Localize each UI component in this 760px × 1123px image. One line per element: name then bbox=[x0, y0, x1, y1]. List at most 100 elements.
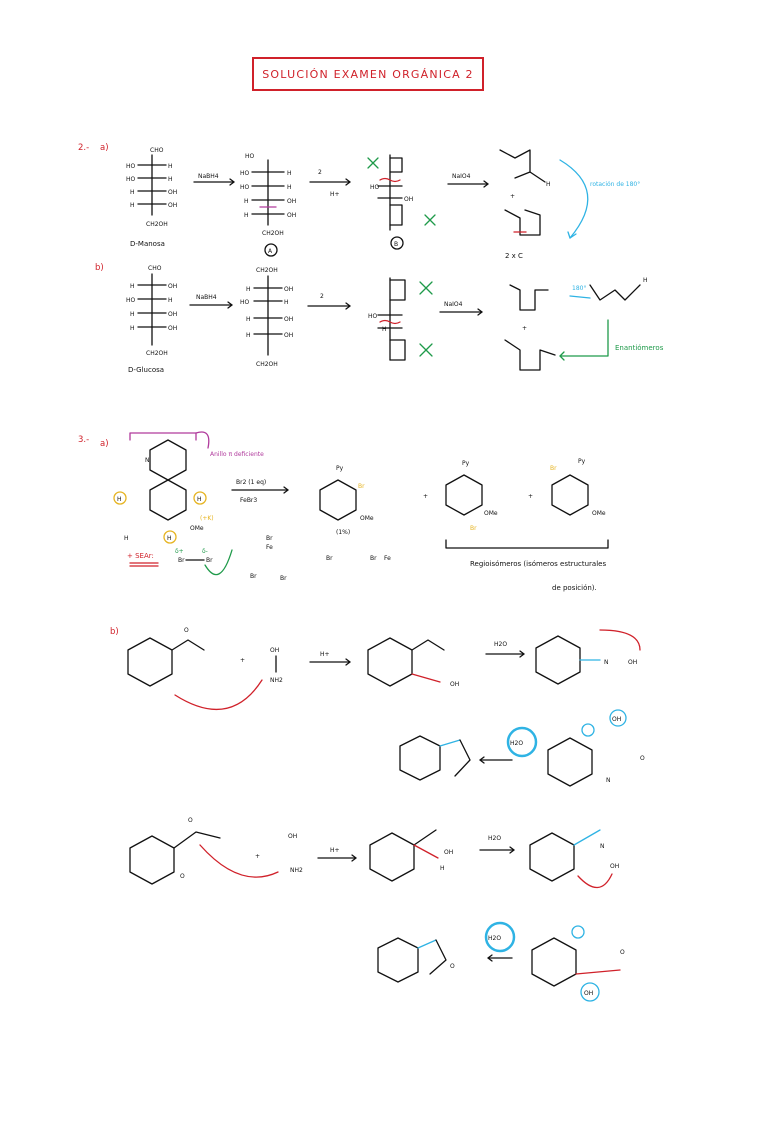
reagent-nabh4-a: NaBH4 bbox=[198, 173, 219, 180]
start-name-manose: D-Manosa bbox=[130, 240, 165, 248]
svg-text:NH2: NH2 bbox=[270, 677, 283, 684]
svg-text:OH: OH bbox=[584, 990, 593, 997]
svg-text:HO: HO bbox=[240, 184, 250, 191]
svg-text:H: H bbox=[440, 865, 445, 872]
svg-text:Br: Br bbox=[250, 573, 257, 580]
svg-text:HO: HO bbox=[126, 297, 136, 304]
svg-text:(+K): (+K) bbox=[200, 515, 214, 522]
svg-text:Py: Py bbox=[336, 465, 344, 472]
svg-text:O: O bbox=[184, 627, 189, 634]
svg-text:H: H bbox=[197, 496, 202, 503]
svg-text:H: H bbox=[168, 176, 173, 183]
svg-text:H: H bbox=[130, 283, 135, 290]
svg-text:OH: OH bbox=[288, 833, 297, 840]
svg-text:H: H bbox=[168, 163, 173, 170]
svg-text:HO: HO bbox=[126, 163, 136, 170]
rotation-note: rotación de 180° bbox=[590, 181, 640, 188]
label-B: B bbox=[394, 241, 398, 248]
svg-text:OH: OH bbox=[168, 189, 177, 196]
q2-part-b: b) bbox=[95, 263, 104, 273]
reagent-br2: Br2 (1 eq) bbox=[236, 479, 266, 486]
svg-text:OH: OH bbox=[168, 311, 177, 318]
q2-label: 2.- bbox=[78, 143, 89, 153]
page-title: SOLUCIÓN EXAMEN ORGÁNICA 2 bbox=[262, 67, 474, 81]
svg-text:H2O: H2O bbox=[488, 835, 501, 842]
svg-text:δ+: δ+ bbox=[175, 548, 184, 555]
svg-text:O: O bbox=[188, 817, 193, 824]
svg-text:Br: Br bbox=[470, 525, 477, 532]
svg-text:+: + bbox=[522, 325, 527, 332]
deficient-ring-note: Anillo π deficiente bbox=[210, 451, 264, 458]
svg-text:H: H bbox=[382, 326, 387, 333]
svg-text:H: H bbox=[130, 311, 135, 318]
glucose-products: + H 180° Enantiómeros bbox=[504, 277, 664, 371]
svg-text:OH: OH bbox=[287, 198, 296, 205]
svg-text:OH: OH bbox=[270, 647, 279, 654]
svg-text:FeBr3: FeBr3 bbox=[240, 497, 257, 504]
svg-text:N: N bbox=[600, 843, 605, 850]
svg-text:H: H bbox=[130, 325, 135, 332]
regio-note-2: de posición). bbox=[552, 584, 597, 592]
svg-text:Br: Br bbox=[206, 557, 213, 564]
svg-text:O: O bbox=[180, 873, 185, 880]
svg-text:CH2OH: CH2OH bbox=[146, 350, 168, 357]
svg-text:OH: OH bbox=[287, 212, 296, 219]
svg-text:H: H bbox=[643, 277, 648, 284]
svg-text:OH: OH bbox=[284, 286, 293, 293]
svg-text:H2O: H2O bbox=[510, 740, 523, 747]
svg-text:HO: HO bbox=[245, 153, 255, 160]
svg-text:+: + bbox=[255, 853, 260, 860]
svg-text:OMe: OMe bbox=[360, 515, 374, 522]
svg-text:Br: Br bbox=[266, 535, 273, 542]
svg-text:H: H bbox=[246, 286, 251, 293]
pyridyl-anisole: Anillo π deficiente N H H H OMe (+K) H +… bbox=[113, 431, 391, 582]
svg-text:2: 2 bbox=[320, 293, 324, 300]
svg-text:OH: OH bbox=[284, 332, 293, 339]
svg-text:NH2: NH2 bbox=[290, 867, 303, 874]
svg-text:δ-: δ- bbox=[202, 548, 208, 555]
svg-text:NaBH4: NaBH4 bbox=[196, 294, 217, 301]
label-C: 2 x C bbox=[505, 252, 523, 260]
enantiomers-note: Enantiómeros bbox=[615, 344, 664, 352]
svg-text:OH: OH bbox=[168, 283, 177, 290]
svg-text:CH2OH: CH2OH bbox=[262, 230, 284, 237]
svg-text:CHO: CHO bbox=[148, 265, 162, 272]
mechanism-row-2: O O + OH NH2 H+ OH H H2O N OH bbox=[129, 817, 619, 889]
svg-text:O: O bbox=[620, 949, 625, 956]
svg-text:H: H bbox=[130, 202, 135, 209]
svg-text:H: H bbox=[246, 332, 251, 339]
svg-text:Br: Br bbox=[550, 465, 557, 472]
svg-text:OH: OH bbox=[168, 325, 177, 332]
svg-text:Py: Py bbox=[462, 460, 470, 467]
svg-text:CH2OH: CH2OH bbox=[256, 267, 278, 274]
svg-text:(1%): (1%) bbox=[336, 529, 350, 536]
svg-text:OH: OH bbox=[444, 849, 453, 856]
svg-text:OMe: OMe bbox=[484, 510, 498, 517]
title-box: SOLUCIÓN EXAMEN ORGÁNICA 2 bbox=[252, 57, 484, 91]
alditol-A: HO HO H HO H H OH H OH CH2OH A bbox=[240, 153, 296, 257]
svg-text:HO: HO bbox=[240, 299, 250, 306]
q2-part-a: a) bbox=[100, 143, 109, 153]
mechanism-row-1: O + OH NH2 H+ OH H2O N OH bbox=[127, 627, 641, 710]
svg-text:+: + bbox=[528, 493, 533, 500]
svg-text:Br: Br bbox=[370, 555, 377, 562]
regio-note-1: Regioisómeros (isómeros estructurales bbox=[470, 560, 606, 568]
mechanism-row-2b: O H2O OH O bbox=[377, 921, 625, 1002]
svg-text:H: H bbox=[246, 316, 251, 323]
svg-text:H: H bbox=[130, 189, 135, 196]
svg-text:Fe: Fe bbox=[266, 544, 273, 551]
sear-label: + SEAr: bbox=[127, 552, 154, 560]
svg-text:H: H bbox=[546, 181, 551, 188]
fischer-manose: CHO HO H HO H H OH H OH CH2OH D-Manosa bbox=[126, 147, 177, 248]
svg-text:CH2OH: CH2OH bbox=[146, 221, 168, 228]
svg-text:H: H bbox=[287, 170, 292, 177]
diacetonide-B: HO OH B bbox=[367, 154, 436, 250]
svg-text:O: O bbox=[450, 963, 455, 970]
svg-text:Br: Br bbox=[326, 555, 333, 562]
svg-text:H+: H+ bbox=[330, 191, 340, 198]
svg-text:OH: OH bbox=[404, 196, 413, 203]
svg-text:OH: OH bbox=[628, 659, 637, 666]
svg-text:H: H bbox=[244, 198, 249, 205]
svg-text:H2O: H2O bbox=[494, 641, 507, 648]
